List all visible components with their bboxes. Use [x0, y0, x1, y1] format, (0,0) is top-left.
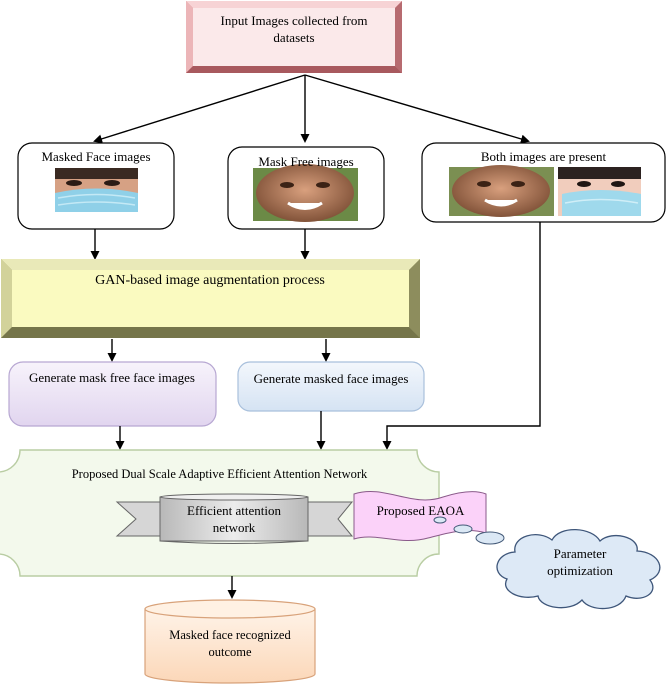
efficient-attention-label: Efficient attention network: [187, 503, 281, 535]
outcome-label: Masked face recognized outcome: [169, 628, 291, 659]
both-faces-photo-icon: [449, 165, 641, 217]
generate-mask-free-box: [8, 361, 217, 427]
generate-masked-box: [237, 361, 425, 412]
smiling-face-photo-icon: [253, 164, 358, 222]
arrow-input-to-masked: [93, 74, 306, 144]
input-images-label: Input Images collected from datasets: [220, 13, 368, 45]
proposed-eaoa-flag: [353, 491, 487, 542]
parameter-optimization-label: Parameter optimization: [547, 546, 613, 578]
masked-face-label: Masked Face images: [41, 149, 151, 164]
arrow-input-to-both: [304, 74, 530, 144]
arrow-both-to-network: [382, 222, 541, 450]
both-images-label: Both images are present: [480, 149, 607, 164]
proposed-eaoa-label: Proposed EAOA: [376, 503, 465, 518]
gan-augmentation-box: [1, 259, 420, 338]
mask-free-label: Mask Free images: [258, 154, 354, 169]
input-images-box: [186, 1, 402, 73]
proposed-network-label: Proposed Dual Scale Adaptive Efficient A…: [71, 467, 368, 481]
masked-face-photo-icon: [55, 168, 138, 212]
thought-bubble-medium: [453, 524, 473, 534]
attention-ribbon-left: [115, 501, 161, 537]
thought-bubble-small: [433, 516, 447, 524]
outcome-cylinder: [144, 599, 316, 684]
parameter-optimization-cloud: [496, 528, 661, 610]
generate-masked-label: Generate masked face images: [253, 371, 409, 386]
efficient-attention-cylinder: [159, 493, 309, 544]
thought-bubble-large: [475, 531, 505, 545]
gan-label: GAN-based image augmentation process: [95, 273, 325, 288]
generate-mask-free-label: Generate mask free face images: [28, 370, 195, 385]
